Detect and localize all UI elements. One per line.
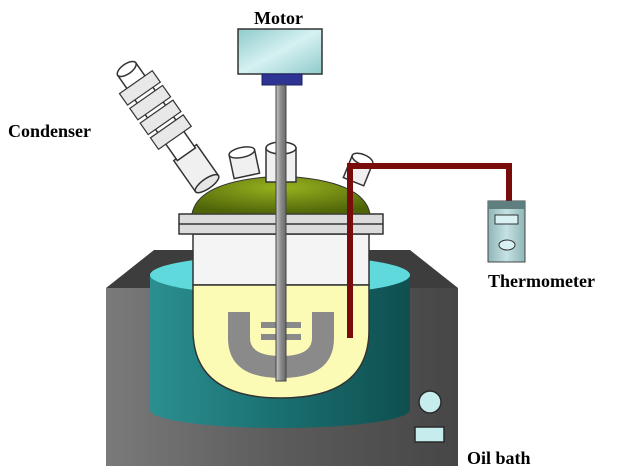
left-neck (228, 146, 261, 180)
thermocouple-wire (347, 163, 512, 338)
bath-display (414, 426, 445, 443)
motor-housing (237, 28, 323, 75)
motor-label: Motor (254, 8, 303, 28)
thermometer-unit (487, 200, 526, 263)
thermometer-cap (488, 201, 525, 209)
condenser (116, 60, 220, 194)
motor (237, 28, 323, 86)
thermometer-body (487, 200, 526, 263)
oil-bath-label: Oil bath (467, 448, 531, 468)
thermometer-button (498, 239, 516, 251)
motor-coupling (261, 73, 303, 86)
stirring-rod (275, 84, 287, 382)
impeller (228, 312, 334, 378)
thermometer-display (494, 214, 519, 225)
temperature-knob (418, 390, 442, 414)
thermometer-label: Thermometer (488, 271, 595, 291)
condenser-label: Condenser (8, 121, 91, 141)
